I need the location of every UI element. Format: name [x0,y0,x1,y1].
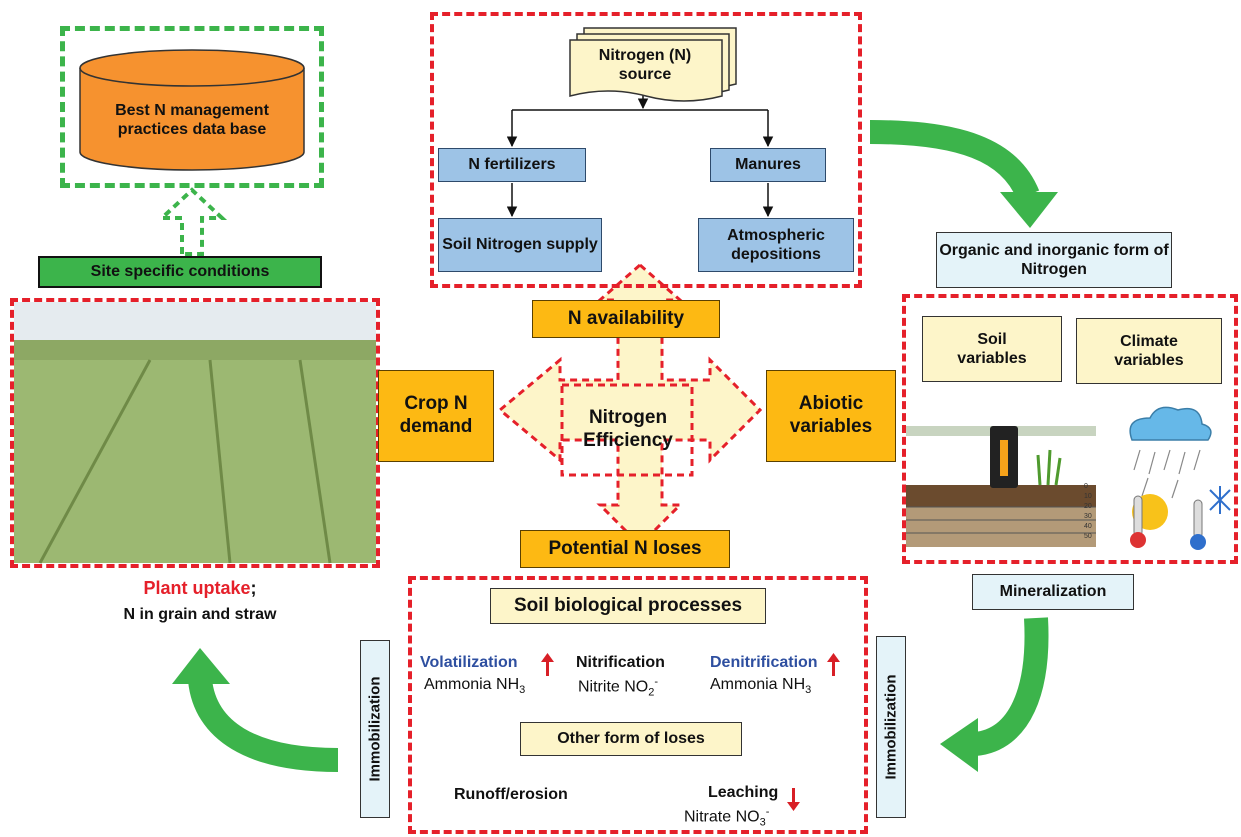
crop-n-demand-box: Crop N demand [378,370,494,462]
nitrification-label: Nitrification [576,654,665,671]
database-label: Best N management practices data base [115,101,269,138]
document-stack-icon [569,27,737,102]
efficiency-inner-box [560,383,694,477]
abiotic-container [902,294,1238,564]
soil-variables-box: Soil variables [922,316,1062,382]
mineralization-box: Mineralization [972,574,1134,610]
site-specific-conditions: Site specific conditions [38,256,322,288]
up-arrow-icon [827,653,840,676]
plant-photo-container [10,298,380,568]
potential-n-loses-box: Potential N loses [520,530,730,568]
denitrification-label: Denitrification [710,654,818,671]
up-arrow-icon [541,653,554,676]
immobilization-right-text: Immobilization [882,674,900,780]
depth-tick: 50 [1084,533,1092,540]
immobilization-right-box: Immobilization [876,636,906,818]
depth-tick: 0 [1084,483,1088,490]
ammonia-label-1: Ammonia NH3 [424,676,526,697]
immobilization-left-text: Immobilization [366,676,384,782]
manures-box: Manures [710,148,826,182]
arrow-head-topright [1000,192,1058,228]
atmospheric-depositions-box: Atmospheric depositions [698,218,854,272]
depth-tick: 30 [1084,513,1092,520]
plant-uptake-text: Plant uptake [143,578,251,598]
nitrogen-efficiency-label: Nitrogen Efficiency [583,407,673,451]
ammonia-text: Ammonia NH [424,676,520,693]
curved-green-arrows [188,120,1049,772]
abiotic-variables-box: Abiotic variables [766,370,896,462]
soil-climate-illustration [906,406,1231,550]
n-availability-box: N availability [532,300,720,338]
nitrogen-source-label: Nitrogen (N) source [598,46,692,83]
runoff-erosion-label: Runoff/erosion [454,786,568,803]
arrow-head-bottomright [940,718,978,772]
leaching-label: Leaching [708,784,779,801]
soil-nitrogen-supply-box: Soil Nitrogen supply [438,218,602,272]
arrow-head-bottomleft [172,648,230,684]
volatilization-label: Volatilization [420,654,518,671]
database-container [60,26,324,188]
nitrogen-source-container [430,12,862,288]
nitrite-text: Nitrite NO [578,678,649,696]
ammonia-text: Ammonia NH [710,676,806,693]
soil-bio-processes-box: Soil biological processes [490,588,766,624]
wheat-field-photo [14,302,376,564]
depth-tick: 10 [1084,493,1092,500]
soil-processes-container [408,576,868,834]
n-grain-straw-label: N in grain and straw [123,606,277,623]
n-fertilizers-box: N fertilizers [438,148,586,182]
immobilization-left-box: Immobilization [360,640,390,818]
nitrate-label: Nitrate NO3- [684,806,770,829]
nitrate-text: Nitrate NO [684,808,760,826]
climate-variables-box: Climate variables [1076,318,1222,384]
down-arrow-icon [787,788,800,811]
up-arrow-dashed [156,187,228,256]
other-loses-box: Other form of loses [520,722,742,756]
nitrite-label: Nitrite NO2- [578,676,659,699]
database-cylinder-icon [79,49,305,171]
depth-tick: 20 [1084,503,1092,510]
source-connectors [506,89,774,218]
soil-depth-scale: 0 10 20 30 40 50 [1084,482,1098,542]
depth-tick: 40 [1084,523,1092,530]
plant-uptake-label: Plant uptake; [60,578,340,599]
organic-inorganic-box: Organic and inorganic form of Nitrogen [936,232,1172,288]
ammonia-label-2: Ammonia NH3 [710,676,812,697]
plant-uptake-separator: ; [250,578,257,598]
